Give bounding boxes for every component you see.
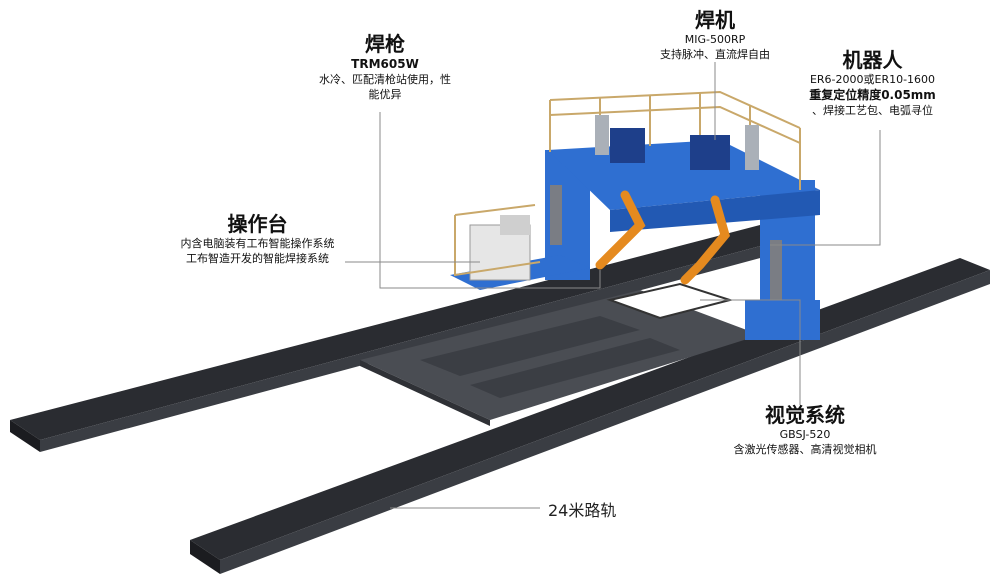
vision-desc-1: 含激光传感器、高清视觉相机 (733, 443, 877, 456)
welder-title: 焊机 (695, 8, 735, 32)
robot-model: ER6-2000或ER10-1600 (809, 73, 936, 86)
callout-robot: 机器人 ER6-2000或ER10-1600 重复定位精度0.05mm 、焊接工… (790, 48, 955, 118)
operator-platform (450, 204, 590, 290)
back-rail (10, 225, 790, 452)
work-platform (360, 282, 760, 426)
callout-welder: 焊机 MIG-500RP 支持脉冲、直流焊自由 (640, 8, 790, 62)
vision-title: 视觉系统 (765, 403, 845, 427)
console-desc-1: 内含电脑装有工布智能操作系统 (180, 237, 335, 250)
robot-arm-right (680, 195, 730, 285)
vision-model: GBSJ-520 (779, 428, 831, 441)
callout-console: 操作台 内含电脑装有工布智能操作系统 工布智造开发的智能焊接系统 (165, 212, 350, 266)
welder-desc-1: 支持脉冲、直流焊自由 (660, 48, 770, 61)
rail-length-label: 24米路轨 (548, 501, 617, 520)
torch-model: TRM605W (351, 57, 419, 71)
welder-model: MIG-500RP (684, 33, 746, 46)
torch-desc-2: 能优异 (368, 88, 402, 101)
callout-vision: 视觉系统 GBSJ-520 含激光传感器、高清视觉相机 (715, 403, 895, 457)
robot-desc-2: 、焊接工艺包、电弧寻位 (812, 104, 933, 117)
welding-machines (595, 115, 759, 170)
console-desc-2: 工布智造开发的智能焊接系统 (186, 252, 329, 265)
callout-torch: 焊枪 TRM605W 水冷、匹配清枪站使用，性 能优异 (300, 32, 470, 102)
torch-title: 焊枪 (365, 32, 405, 56)
robot-arm-left (595, 190, 646, 270)
robot-title: 机器人 (842, 48, 903, 72)
torch-desc-1: 水冷、匹配清枪站使用，性 (319, 73, 451, 86)
robot-desc-1: 重复定位精度0.05mm (809, 88, 936, 102)
console-title: 操作台 (227, 212, 288, 236)
leader-lines (345, 62, 881, 509)
